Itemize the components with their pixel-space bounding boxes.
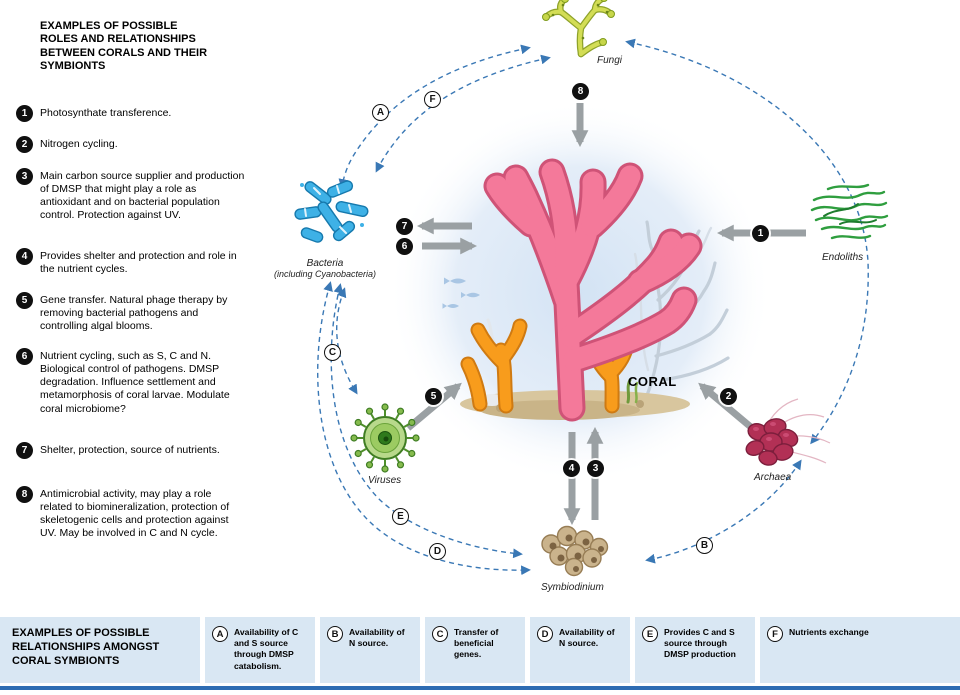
symbiont-relationship-arcs: [317, 38, 869, 576]
legend-letter-badge: F: [767, 626, 783, 642]
legend-item-text: Availability of N source.: [559, 627, 615, 649]
legend-letter-badge: A: [212, 626, 228, 642]
item-text: Nutrient cycling, such as S, C and N. Bi…: [40, 350, 230, 415]
legend-item-text: Nutrients exchange: [789, 627, 869, 637]
item-number-badge: 7: [16, 442, 33, 459]
coral-glow: [388, 100, 772, 484]
marker-7: 7: [396, 218, 413, 235]
item-number-badge: 1: [16, 105, 33, 122]
bottom-accent-bar: [0, 686, 960, 690]
item-text: Gene transfer. Natural phage therapy by …: [40, 294, 228, 333]
bacteria-label-line1: Bacteria: [306, 258, 344, 269]
legend-letter-badge: B: [327, 626, 343, 642]
figure-title: EXAMPLES OF POSSIBLE ROLES AND RELATIONS…: [40, 20, 208, 73]
item-number-badge: 8: [16, 486, 33, 503]
bacteria-illustration: [294, 180, 369, 243]
legend-item-text: Transfer of beneficial genes.: [454, 627, 499, 660]
item-number-badge: 2: [16, 136, 33, 153]
symbiodinium-label: Symbiodinium: [541, 582, 604, 593]
archaea-label: Archaea: [754, 472, 792, 483]
item-text: Antimicrobial activity, may play a role …: [40, 488, 230, 540]
legend-letter-badge: E: [642, 626, 658, 642]
item-number-badge: 5: [16, 292, 33, 309]
legend-bar: EXAMPLES OF POSSIBLE RELATIONSHIPS AMONG…: [0, 617, 960, 683]
marker-2: 2: [720, 388, 737, 405]
role-item-6: 6 Nutrient cycling, such as S, C and N. …: [16, 348, 246, 416]
pink-coral: [486, 161, 700, 419]
fish-icons: [442, 277, 480, 309]
role-item-8: 8 Antimicrobial activity, may play a rol…: [16, 486, 246, 541]
item-text: Nitrogen cycling.: [40, 138, 118, 150]
role-item-2: 2 Nitrogen cycling.: [16, 136, 246, 153]
marker-5: 5: [425, 388, 442, 405]
viruses-label: Viruses: [368, 475, 402, 486]
legend-item-B: B Availability of N source.: [320, 617, 420, 683]
legend-letter-badge: D: [537, 626, 553, 642]
marker-C: C: [324, 344, 341, 361]
marker-A: A: [372, 104, 389, 121]
legend-item-text: Availability of N source.: [349, 627, 405, 649]
role-item-5: 5 Gene transfer. Natural phage therapy b…: [16, 292, 246, 333]
item-number-badge: 6: [16, 348, 33, 365]
bacteria-label-line2: (including Cyanobacteria): [273, 269, 377, 279]
coral-label: CORAL: [628, 374, 677, 389]
diagram-canvas: [294, 0, 889, 577]
fungi-label: Fungi: [597, 55, 623, 66]
marker-D: D: [429, 543, 446, 560]
marker-3: 3: [587, 460, 604, 477]
fungi-illustration: [542, 0, 615, 58]
item-number-badge: 3: [16, 168, 33, 185]
item-text: Provides shelter and protection and role…: [40, 250, 237, 276]
symbiodinium-illustration: [541, 525, 609, 577]
role-item-1: 1 Photosynthate transference.: [16, 105, 246, 122]
role-item-3: 3 Main carbon source supplier and produc…: [16, 168, 246, 223]
legend-item-A: A Availability of C and S source through…: [205, 617, 315, 683]
legend-title: EXAMPLES OF POSSIBLE RELATIONSHIPS AMONG…: [0, 617, 200, 683]
legend-item-text: Provides C and S source through DMSP pro…: [664, 627, 736, 660]
legend-item-C: C Transfer of beneficial genes.: [425, 617, 525, 683]
item-number-badge: 4: [16, 248, 33, 265]
legend-item-text: Availability of C and S source through D…: [234, 627, 299, 671]
legend-item-D: D Availability of N source.: [530, 617, 630, 683]
marker-8: 8: [572, 83, 589, 100]
bacteria-label: Bacteria (including Cyanobacteria): [240, 258, 410, 279]
virus-illustration: [350, 403, 420, 473]
item-text: Photosynthate transference.: [40, 107, 172, 119]
marker-B: B: [696, 537, 713, 554]
legend-item-F: F Nutrients exchange: [760, 617, 960, 683]
endoliths-label: Endoliths: [822, 252, 864, 263]
role-item-7: 7 Shelter, protection, source of nutrien…: [16, 442, 246, 459]
legend-item-E: E Provides C and S source through DMSP p…: [635, 617, 755, 683]
archaea-illustration: [745, 398, 831, 466]
marker-4: 4: [563, 460, 580, 477]
marker-F: F: [424, 91, 441, 108]
item-text: Shelter, protection, source of nutrients…: [40, 444, 220, 456]
marker-6: 6: [396, 238, 413, 255]
legend-letter-badge: C: [432, 626, 448, 642]
item-text: Main carbon source supplier and producti…: [40, 170, 245, 222]
endoliths-illustration: [810, 183, 889, 240]
marker-1: 1: [752, 225, 769, 242]
role-item-4: 4 Provides shelter and protection and ro…: [16, 248, 246, 276]
marker-E: E: [392, 508, 409, 525]
